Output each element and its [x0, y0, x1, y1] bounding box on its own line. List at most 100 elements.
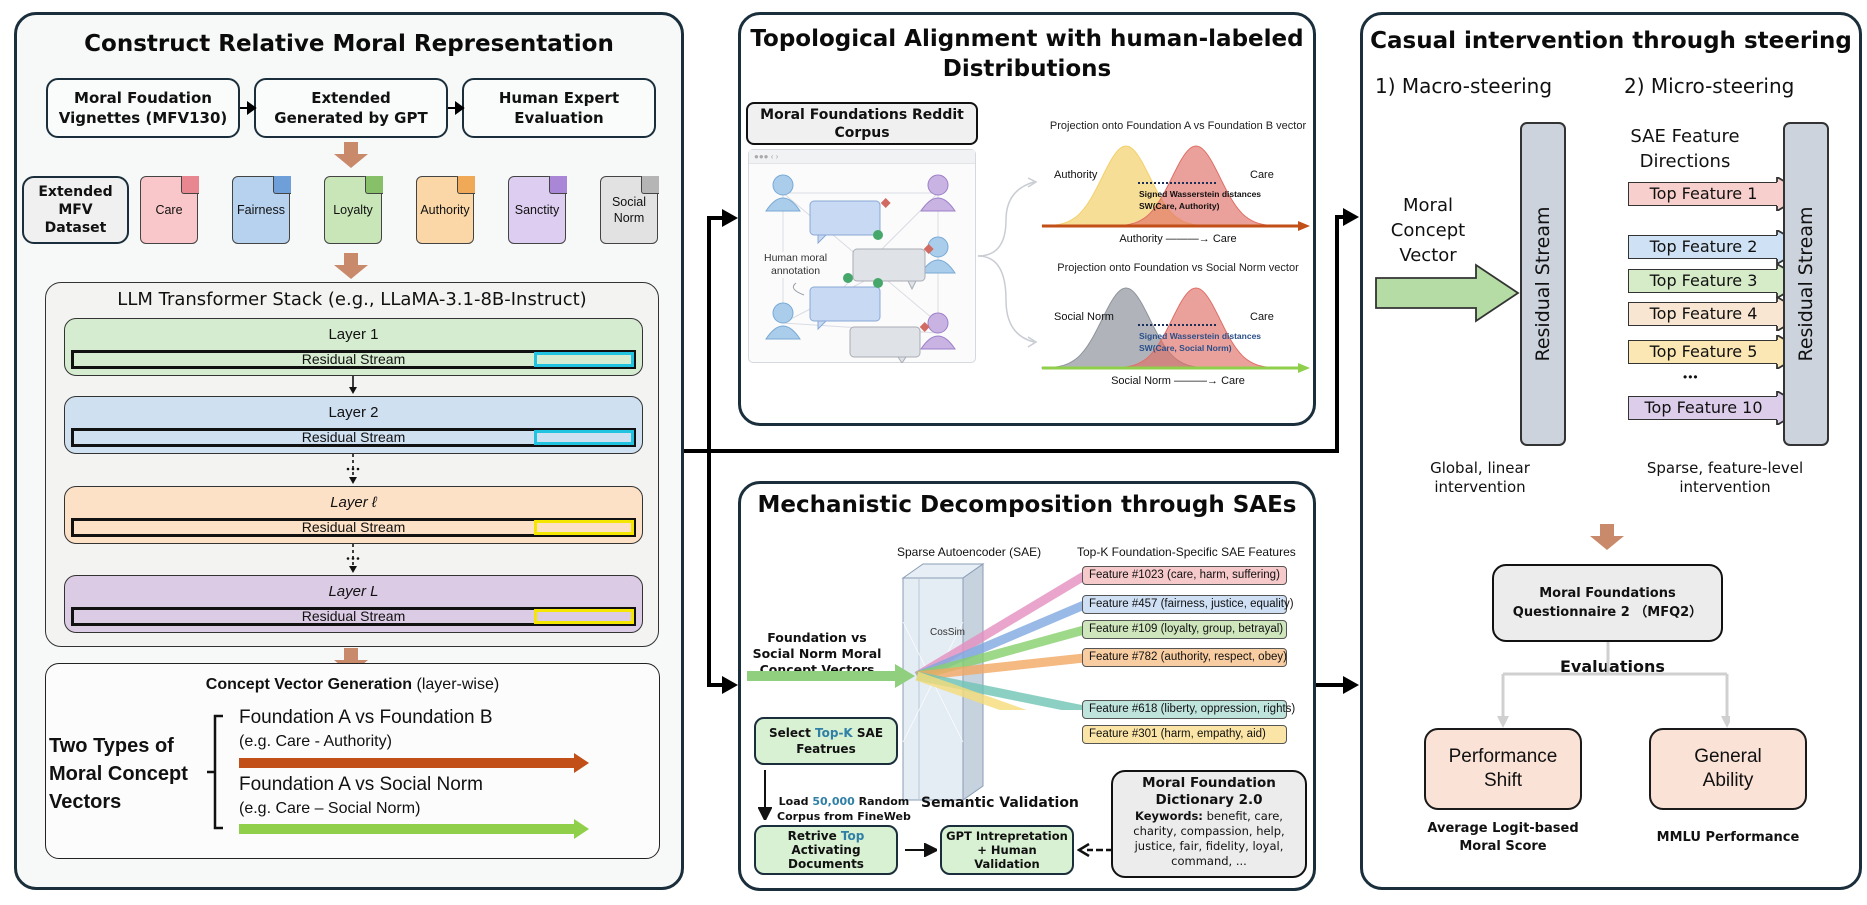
residual-stream-label: Residual Stream	[301, 608, 406, 624]
document-fold-icon	[365, 176, 383, 194]
micro-caption: Sparse, feature-level intervention	[1646, 459, 1804, 496]
metric-line2: SW(Care, Social Norm)	[1139, 343, 1232, 353]
brown-down-arrow	[334, 142, 368, 168]
top-feature-label: Top Feature 10	[1628, 396, 1778, 420]
highlight-segment	[534, 520, 634, 535]
retrieve-post: Activating Documents	[788, 843, 864, 871]
left-label: Social Norm	[1054, 311, 1114, 323]
feature-ray	[915, 625, 1086, 681]
human-annotation-label: Human moral annotation	[764, 252, 828, 278]
right-arrow-icon	[905, 843, 937, 857]
residual-stream-label-macro: Residual Stream	[1532, 206, 1554, 362]
distribution-plot: Projection onto Foundation A vs Foundati…	[1041, 120, 1310, 245]
select-accent: Top-K	[815, 726, 853, 740]
evaluation-caption: MMLU Performance	[1656, 830, 1800, 845]
macro-steer-arrow	[1375, 263, 1520, 323]
document-fold-icon	[641, 176, 659, 194]
user-icon	[920, 174, 956, 212]
vector-a-b-line2: (e.g. Care - Authority)	[239, 733, 392, 750]
residual-stream-bar-macro	[1520, 122, 1566, 446]
sae-input-label: Foundation vs Social Norm Moral Concept …	[752, 630, 882, 677]
layer-name: Layer ℓ	[330, 494, 377, 511]
vector-a-sn-line1: Foundation A vs Social Norm	[239, 774, 483, 795]
load-pre: Load	[778, 795, 813, 808]
pipeline-box-mfv130: Moral Foudation Vignettes (MFV130)	[46, 78, 240, 138]
macro-caption: Global, linear intervention	[1430, 459, 1530, 496]
vector-a-b-line1: Foundation A vs Foundation B	[239, 707, 493, 728]
vector-a-sn-line2: (e.g. Care – Social Norm)	[239, 800, 421, 817]
axis-arrowhead	[1298, 221, 1310, 231]
panel1-title: Construct Relative Moral Representation	[84, 31, 614, 57]
axis-label: Social Norm ———→ Care	[1111, 375, 1245, 387]
metric-line1: Signed Wasserstein distances	[1139, 331, 1261, 341]
evaluation-branches	[1497, 642, 1730, 728]
document-fold-icon	[273, 176, 291, 194]
sae-label: Sparse Autoencoder (SAE)	[897, 545, 1042, 559]
top-feature-label: Top Feature 5	[1628, 340, 1778, 364]
user-icon	[765, 302, 801, 340]
pipeline-box-human-eval: Human Expert Evaluation	[462, 78, 656, 138]
top-feature-label: Top Feature 4	[1628, 302, 1778, 326]
connector-line	[707, 216, 729, 220]
sae-directions-label: SAE Feature Directions	[1630, 126, 1740, 172]
residual-stream: Residual Stream	[71, 607, 636, 626]
layer-down-arrow	[346, 544, 360, 573]
chat-bubble	[852, 248, 926, 291]
residual-stream: Residual Stream	[71, 350, 636, 369]
brown-down-arrow	[334, 648, 368, 674]
arrowhead-icon	[722, 209, 738, 227]
plot-title: Projection onto Foundation A vs Foundati…	[1050, 120, 1307, 132]
dashed-left-arrow-icon	[1077, 843, 1113, 857]
chat-bubble	[809, 286, 881, 331]
user-icon	[920, 312, 956, 350]
macro-steering-label: 1) Macro-steering	[1375, 74, 1553, 98]
right-label: Care	[1250, 311, 1274, 323]
panel2-title: Topological Alignment with human-labeled…	[750, 26, 1304, 82]
residual-stream-bar-micro	[1783, 122, 1829, 446]
cossim-label: CosSim	[930, 627, 966, 638]
transformer-stack-title: LLM Transformer Stack (e.g., LLaMA-3.1-8…	[117, 289, 587, 310]
document-label: Fairness	[237, 203, 285, 217]
dictionary-box: Moral Foundation Dictionary 2.0 Keywords…	[1111, 770, 1307, 878]
brown-down-arrow	[334, 253, 368, 279]
residual-stream: Residual Stream	[71, 518, 636, 537]
residual-stream: Residual Stream	[71, 428, 636, 447]
layer-down-arrow	[349, 376, 357, 394]
feature-box: Feature #109 (loyalty, group, betrayal)	[1082, 620, 1287, 639]
check-icon	[843, 230, 883, 288]
connector-line	[1335, 215, 1339, 453]
concept-vector-title: Concept Vector Generation (layer-wise)	[45, 676, 660, 694]
feature-ellipsis: •••	[1683, 370, 1699, 384]
down-arrow-icon	[758, 770, 772, 820]
concept-title-rest: (layer-wise)	[412, 676, 500, 693]
gpt-validation-box: GPT Intrepretation + Human Validation	[940, 825, 1074, 875]
arrowhead-icon	[1343, 208, 1359, 226]
document-label: Authority	[420, 203, 470, 217]
mfq2-box: Moral Foundations Questionnaire 2 （MFQ2）	[1492, 564, 1723, 642]
keywords-list: benefit, care, charity, compassion, help…	[1133, 809, 1285, 868]
document-fold-icon	[457, 176, 475, 194]
two-types-label: Two Types of Moral Concept Vectors	[49, 735, 188, 813]
residual-stream-label-micro: Residual Stream	[1795, 206, 1817, 362]
document-label: Sanctity	[514, 203, 560, 217]
pipeline-arrows	[240, 101, 465, 115]
sae-cube	[901, 563, 985, 801]
left-label: Authority	[1054, 169, 1098, 181]
residual-stream-label: Residual Stream	[301, 519, 406, 535]
metric-line1: Signed Wasserstein distances	[1139, 189, 1261, 199]
load-corpus-label: Load 50,000 Random Corpus from FineWeb	[777, 779, 911, 824]
semantic-validation-label: Semantic Validation	[921, 795, 1079, 811]
extended-dataset-box: Extended MFV Dataset	[22, 176, 129, 244]
feature-ray	[915, 671, 1027, 710]
select-pre: Select	[768, 726, 816, 740]
load-accent: 50,000	[812, 795, 855, 808]
reddit-network-graphic	[765, 174, 956, 363]
brown-down-arrow	[1590, 524, 1624, 550]
feature-box: Feature #618 (liberty, oppression, right…	[1082, 700, 1295, 719]
window-titlebar: ●●● ‹ ›	[749, 150, 975, 164]
layer-name: Layer 2	[328, 404, 379, 421]
evaluation-box: General Ability	[1649, 728, 1807, 810]
document-fold-icon	[181, 176, 199, 194]
highlight-segment	[534, 352, 634, 367]
